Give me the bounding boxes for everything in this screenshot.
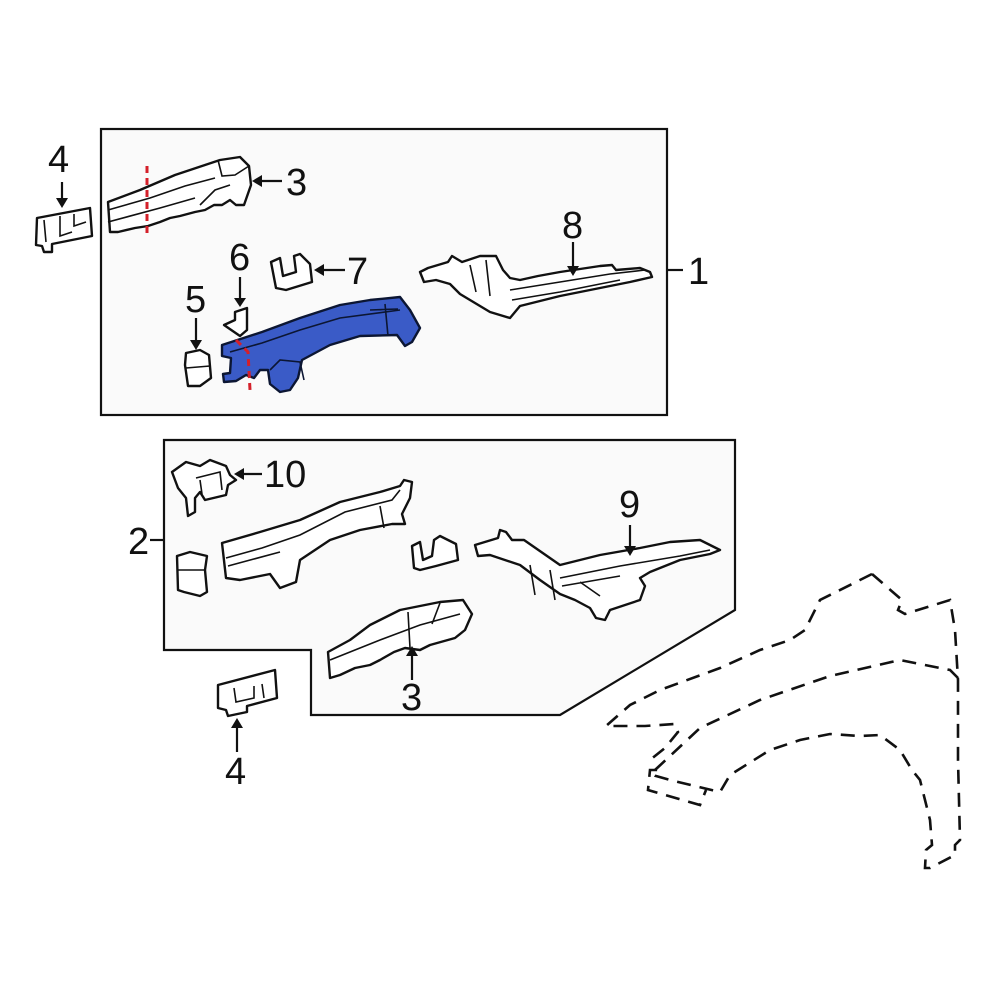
group-2-box bbox=[162, 438, 737, 717]
callout-4-top[interactable]: 4 bbox=[48, 139, 69, 181]
part-7-clip[interactable] bbox=[269, 252, 314, 292]
callout-7[interactable]: 7 bbox=[347, 251, 368, 293]
part-6-gusset[interactable] bbox=[222, 306, 249, 338]
part-5-block[interactable] bbox=[183, 348, 213, 388]
part-3-rail-extension-top[interactable] bbox=[106, 155, 253, 234]
part-9-rail[interactable] bbox=[473, 528, 722, 622]
part-3-rail-extension-bottom[interactable] bbox=[326, 598, 474, 680]
arrowhead bbox=[234, 468, 244, 480]
callout-10[interactable]: 10 bbox=[264, 454, 306, 496]
fender-outline bbox=[602, 572, 962, 870]
part-8-rail[interactable] bbox=[418, 254, 654, 320]
part-4-bracket-bottom[interactable] bbox=[216, 668, 279, 718]
arrowhead bbox=[624, 546, 636, 556]
callout-3-bottom[interactable]: 3 bbox=[401, 677, 422, 719]
callout-3-top[interactable]: 3 bbox=[286, 162, 307, 204]
cut-line bbox=[234, 338, 252, 391]
arrowhead bbox=[190, 340, 202, 350]
callout-9[interactable]: 9 bbox=[619, 484, 640, 526]
arrowhead bbox=[252, 175, 262, 187]
callout-6[interactable]: 6 bbox=[229, 237, 250, 279]
arrowhead bbox=[314, 264, 324, 276]
arrowhead bbox=[406, 646, 418, 656]
callout-1[interactable]: 1 bbox=[688, 251, 709, 293]
block-group-2[interactable] bbox=[175, 550, 209, 598]
highlighted-frame-rail[interactable] bbox=[220, 295, 422, 394]
arrowhead bbox=[567, 266, 579, 276]
part-10-bracket[interactable] bbox=[170, 458, 238, 518]
clip-group-2[interactable] bbox=[410, 534, 460, 572]
callout-8[interactable]: 8 bbox=[562, 205, 583, 247]
lower-rail-group-2[interactable] bbox=[220, 478, 414, 590]
callout-2[interactable]: 2 bbox=[128, 521, 149, 563]
part-4-bracket-top[interactable] bbox=[34, 206, 94, 254]
callout-5[interactable]: 5 bbox=[185, 279, 206, 321]
arrowhead bbox=[234, 298, 246, 307]
callout-4-bottom[interactable]: 4 bbox=[225, 751, 246, 793]
arrowhead bbox=[56, 198, 68, 208]
arrowhead bbox=[231, 718, 243, 728]
